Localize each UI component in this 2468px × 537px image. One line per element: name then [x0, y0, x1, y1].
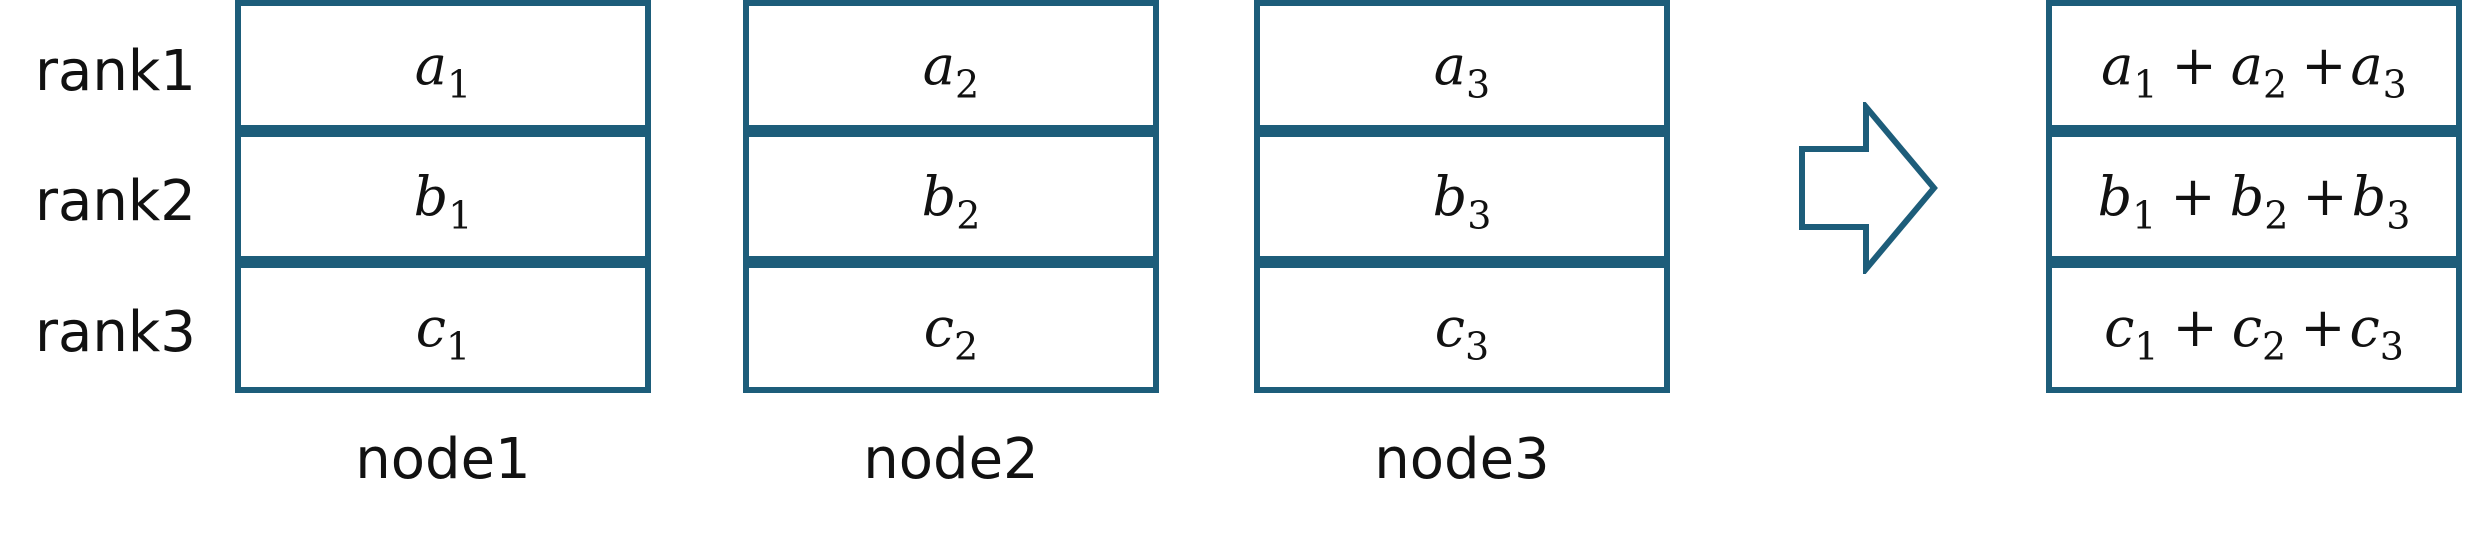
result-rank1-sum: a1+a2+a3 — [2101, 34, 2407, 107]
node3-label: node3 — [1374, 427, 1550, 492]
node1-cell-rank2: b1 — [235, 131, 651, 262]
node2-rank2-value: b2 — [921, 165, 981, 238]
result-cell-rank3: c1+c2+c3 — [2046, 262, 2462, 393]
result-rank3-sum: c1+c2+c3 — [2104, 296, 2404, 369]
result-cell-rank1: a1+a2+a3 — [2046, 0, 2462, 131]
node3-cell-rank3: c3 — [1254, 262, 1670, 393]
row-label-rank1: rank1 — [35, 39, 196, 104]
node1-rank3-value: c1 — [415, 296, 471, 369]
node3-rank1-value: a3 — [1433, 34, 1491, 107]
node1-rank1-value: a1 — [414, 34, 472, 107]
node2-rank3-value: c2 — [923, 296, 979, 369]
node1-rank2-value: b1 — [413, 165, 473, 238]
node3-rank2-value: b3 — [1432, 165, 1492, 238]
node1-column: a1 b1 c1 — [235, 0, 651, 394]
node1-cell-rank3: c1 — [235, 262, 651, 393]
row-label-rank2: rank2 — [35, 169, 196, 234]
node1-cell-rank1: a1 — [235, 0, 651, 131]
node2-cell-rank1: a2 — [743, 0, 1159, 131]
node2-label: node2 — [863, 427, 1039, 492]
node2-cell-rank2: b2 — [743, 131, 1159, 262]
node3-rank3-value: c3 — [1434, 296, 1490, 369]
node3-cell-rank2: b3 — [1254, 131, 1670, 262]
result-cell-rank2: b1+b2+b3 — [2046, 131, 2462, 262]
result-rank2-sum: b1+b2+b3 — [2097, 165, 2411, 238]
result-column: a1+a2+a3 b1+b2+b3 c1+c2+c3 — [2046, 0, 2462, 394]
row-label-rank3: rank3 — [35, 300, 196, 365]
right-arrow-outline-icon — [1799, 102, 1938, 274]
node1-label: node1 — [355, 427, 531, 492]
node3-column: a3 b3 c3 — [1254, 0, 1670, 394]
node3-cell-rank1: a3 — [1254, 0, 1670, 131]
node2-rank1-value: a2 — [922, 34, 980, 107]
node2-column: a2 b2 c2 — [743, 0, 1159, 394]
node2-cell-rank3: c2 — [743, 262, 1159, 393]
